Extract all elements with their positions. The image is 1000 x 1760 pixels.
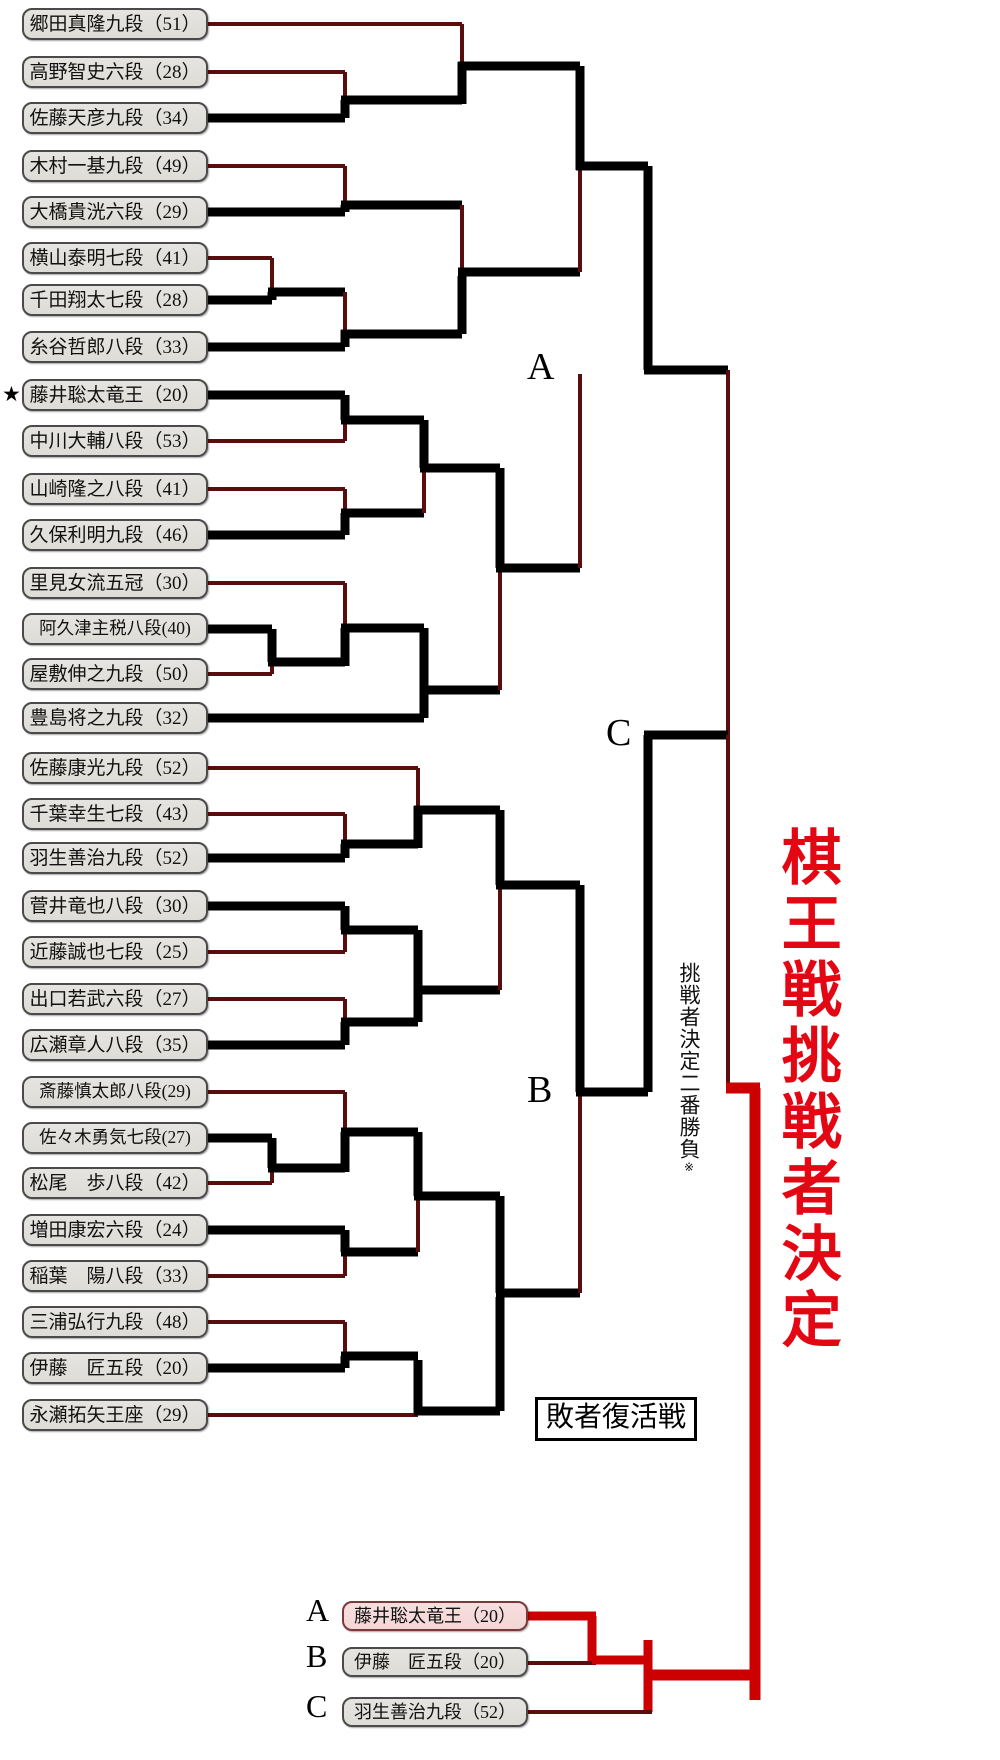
page-title: 棋王戦挑戦者決定: [773, 826, 840, 1354]
player-node[interactable]: 近藤誠也七段（25）: [22, 936, 208, 968]
losers-slot-label-c: C: [306, 1688, 328, 1724]
player-node[interactable]: 永瀬拓矢王座（29）: [22, 1399, 208, 1431]
player-node[interactable]: 横山泰明七段（41）: [22, 242, 208, 274]
player-node[interactable]: 佐藤天彦九段（34）: [22, 102, 208, 134]
player-node[interactable]: 伊藤 匠五段（20）: [22, 1352, 208, 1384]
player-node[interactable]: 菅井竜也八段（30）: [22, 890, 208, 922]
player-node[interactable]: 増田康宏六段（24）: [22, 1214, 208, 1246]
player-node[interactable]: 佐々木勇気七段(27): [22, 1122, 208, 1154]
stage-label-a: A: [527, 346, 555, 388]
decider-note: 挑戦者決定二番勝負※: [677, 962, 702, 1175]
player-node[interactable]: 三浦弘行九段（48）: [22, 1306, 208, 1338]
decider-note-text: 挑戦者決定二番勝負: [677, 962, 702, 1160]
losers-player-node[interactable]: 伊藤 匠五段（20）: [342, 1647, 528, 1677]
player-node[interactable]: 屋敷伸之九段（50）: [22, 658, 208, 690]
losers-bracket-heading: 敗者復活戦: [535, 1397, 698, 1442]
player-node[interactable]: 稲葉 陽八段（33）: [22, 1260, 208, 1292]
losers-slot-label-b: B: [306, 1638, 328, 1674]
player-node[interactable]: 久保利明九段（46）: [22, 519, 208, 551]
player-node[interactable]: 千葉幸生七段（43）: [22, 798, 208, 830]
losers-player-node[interactable]: 藤井聡太竜王（20）: [342, 1601, 528, 1631]
stage-label-b: B: [527, 1069, 553, 1111]
player-node[interactable]: 藤井聡太竜王（20）: [22, 379, 208, 411]
losers-slot-label-a: A: [306, 1592, 330, 1628]
player-node[interactable]: 斎藤慎太郎八段(29): [22, 1076, 208, 1108]
player-node[interactable]: 木村一基九段（49）: [22, 150, 208, 182]
star-icon: ★: [2, 382, 21, 406]
player-node[interactable]: 羽生善治九段（52）: [22, 842, 208, 874]
losers-player-node[interactable]: 羽生善治九段（52）: [342, 1697, 528, 1727]
player-node[interactable]: 里見女流五冠（30）: [22, 567, 208, 599]
stage-label-c: C: [606, 712, 632, 754]
player-node[interactable]: 佐藤康光九段（52）: [22, 752, 208, 784]
player-node[interactable]: 山崎隆之八段（41）: [22, 473, 208, 505]
player-node[interactable]: 糸谷哲郎八段（33）: [22, 331, 208, 363]
player-node[interactable]: 豊島将之九段（32）: [22, 702, 208, 734]
player-node[interactable]: 千田翔太七段（28）: [22, 284, 208, 316]
decider-note-mark: ※: [682, 1160, 697, 1175]
player-node[interactable]: 広瀬章人八段（35）: [22, 1029, 208, 1061]
player-node[interactable]: 大橋貴洸六段（29）: [22, 196, 208, 228]
player-node[interactable]: 郷田真隆九段（51）: [22, 8, 208, 40]
player-node[interactable]: 出口若武六段（27）: [22, 983, 208, 1015]
player-node[interactable]: 阿久津主税八段(40): [22, 613, 208, 645]
player-node[interactable]: 中川大輔八段（53）: [22, 425, 208, 457]
player-node[interactable]: 高野智史六段（28）: [22, 56, 208, 88]
player-node[interactable]: 松尾 歩八段（42）: [22, 1167, 208, 1199]
